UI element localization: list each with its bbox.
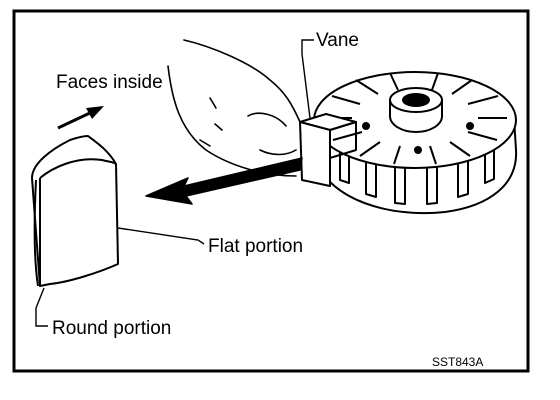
round-portion-label: Round portion [52,318,171,339]
vane-label: Vane [316,30,359,51]
figure-code: SST843A [432,355,483,369]
insert-direction-arrow [145,157,303,205]
magnet-block [31,135,119,287]
flat-portion-label: Flat portion [208,236,303,257]
vane-blade [299,113,357,187]
faces-inside-arrow [57,106,104,130]
faces-inside-label: Faces inside [56,72,163,93]
rotor-wheel [313,71,518,215]
leader-lines [35,39,314,327]
